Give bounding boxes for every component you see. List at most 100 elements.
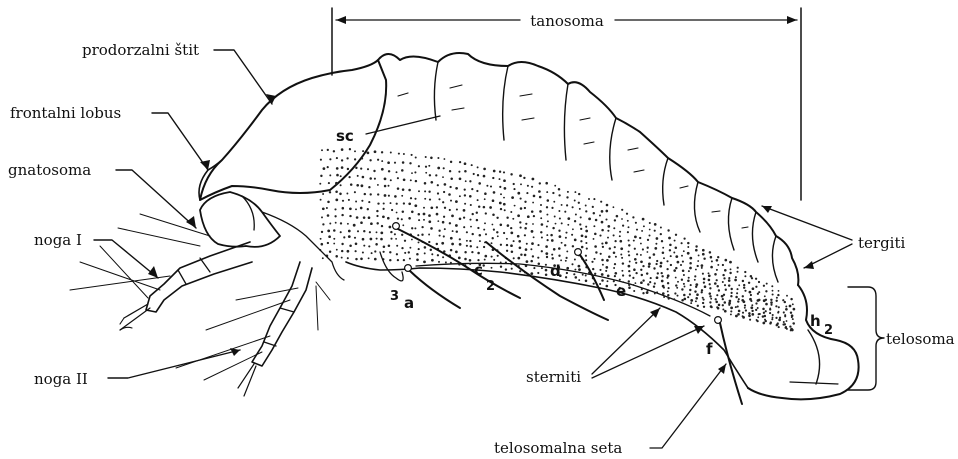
stipple-dot	[478, 205, 480, 207]
stipple-dot	[649, 257, 651, 259]
stipple-dot	[695, 297, 698, 300]
stipple-dot	[566, 204, 568, 206]
stipple-dot	[789, 325, 791, 327]
stipple-dot	[782, 299, 784, 301]
stipple-dot	[476, 190, 478, 192]
stipple-dot	[390, 152, 392, 154]
stipple-dot	[395, 238, 397, 240]
stipple-dot	[341, 166, 344, 169]
stipple-dot	[661, 240, 663, 242]
stipple-dot	[329, 251, 331, 253]
stipple-dot	[770, 301, 773, 304]
stipple-dot	[581, 234, 584, 237]
stipple-dot	[744, 275, 746, 277]
stipple-dot	[444, 228, 446, 230]
stipple-dot	[602, 264, 604, 266]
stipple-dot	[524, 234, 526, 236]
stipple-dot	[737, 306, 739, 308]
stipple-dot	[687, 246, 689, 248]
stipple-dot	[486, 185, 488, 187]
stipple-dot	[321, 231, 323, 233]
stipple-dot	[519, 221, 521, 223]
stipple-dot	[401, 234, 403, 236]
seta-label-f: f	[706, 340, 713, 358]
stipple-dot	[411, 154, 413, 156]
stipple-dot	[343, 236, 345, 238]
stipple-dot	[517, 214, 520, 217]
stipple-dot	[695, 269, 697, 271]
stipple-dot	[599, 215, 601, 217]
stipple-dot	[592, 268, 594, 270]
stipple-dot	[377, 193, 379, 195]
stipple-dot	[524, 201, 526, 203]
stipple-dot	[558, 210, 560, 212]
stipple-dot	[327, 242, 329, 244]
stipple-dot	[449, 209, 451, 211]
stipple-dot	[341, 148, 344, 151]
stipple-dot	[632, 277, 634, 279]
stipple-dot	[396, 203, 398, 205]
stipple-dot	[757, 299, 760, 302]
stipple-dot	[751, 304, 753, 306]
stipple-dot	[428, 214, 431, 217]
stipple-dot	[660, 233, 662, 235]
stipple-dot	[396, 245, 398, 247]
stipple-dot	[506, 250, 508, 252]
label-prodorzalni-stit: prodorzalni štit	[82, 41, 199, 59]
stipple-dot	[469, 263, 471, 265]
stipple-dot	[646, 291, 649, 294]
stipple-dot	[737, 313, 740, 316]
stipple-dot	[323, 167, 326, 170]
stipple-dot	[499, 171, 501, 173]
stipple-dot	[661, 275, 663, 277]
stipple-dot	[710, 256, 713, 259]
stipple-dot	[656, 260, 658, 262]
stipple-dot	[538, 262, 541, 265]
stipple-dot	[592, 206, 594, 208]
stipple-dot	[418, 165, 420, 167]
stipple-dot	[627, 231, 629, 233]
stipple-dot	[607, 230, 609, 232]
stipple-dot	[619, 231, 621, 233]
stipple-dot	[564, 244, 566, 246]
stipple-dot	[438, 230, 440, 232]
stipple-dot	[663, 257, 665, 259]
stipple-dot	[500, 244, 502, 246]
stipple-dot	[718, 289, 720, 291]
stipple-dot	[389, 226, 392, 229]
stipple-dot	[459, 177, 462, 180]
stipple-dot	[669, 249, 671, 251]
stipple-dot	[525, 223, 527, 225]
stipple-dot	[411, 239, 413, 241]
stipple-dot	[763, 312, 765, 314]
stipple-dot	[483, 175, 486, 178]
stipple-dot	[409, 247, 411, 249]
stipple-dot	[677, 281, 679, 283]
stipple-dot	[600, 253, 602, 255]
stipple-dot	[640, 243, 642, 245]
stipple-dot	[388, 170, 390, 172]
stipple-dot	[452, 230, 454, 232]
stipple-dot	[384, 185, 387, 188]
stipple-dot	[449, 170, 451, 172]
stipple-dot	[370, 193, 372, 195]
stipple-dot	[539, 196, 542, 199]
stipple-dot	[578, 193, 580, 195]
stipple-dot	[689, 289, 691, 291]
stipple-dot	[471, 251, 473, 253]
stipple-dot	[585, 226, 587, 228]
stipple-dot	[329, 223, 331, 225]
stipple-dot	[649, 235, 651, 237]
stipple-dot	[341, 214, 343, 216]
stipple-dot	[513, 188, 515, 190]
stipple-dot	[455, 200, 458, 203]
stipple-dot	[459, 238, 461, 240]
stipple-dot	[628, 280, 630, 282]
stipple-dot	[458, 257, 461, 260]
stipple-dot	[423, 219, 425, 221]
stipple-dot	[355, 258, 357, 260]
stipple-dot	[431, 253, 433, 255]
stipple-dot	[463, 217, 465, 219]
stipple-dot	[710, 306, 712, 308]
stipple-dot	[687, 279, 690, 282]
